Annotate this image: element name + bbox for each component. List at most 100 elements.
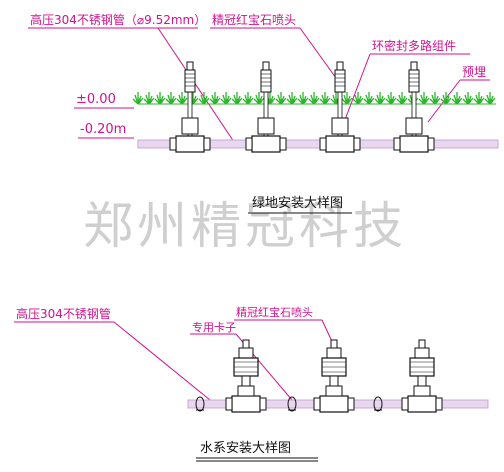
tee-body xyxy=(407,395,437,413)
grass-tuft xyxy=(176,92,188,105)
grass-tuft xyxy=(363,92,375,105)
grass-tuft xyxy=(132,92,144,105)
top-tee-assembly-2 xyxy=(245,61,287,153)
tee-nut-left xyxy=(393,137,401,151)
tee-fitting xyxy=(181,117,199,135)
bottom-nozzle-label: 精冠红宝石喷头 xyxy=(236,305,313,319)
bottom-clip-label: 专用卡子 xyxy=(192,320,236,334)
grass-tuft xyxy=(473,92,485,105)
top-tee-assembly-4 xyxy=(393,61,435,153)
grass-tuft xyxy=(385,92,397,105)
tee-fitting xyxy=(413,385,431,397)
nozzle-body xyxy=(260,69,272,93)
nozzle-cap xyxy=(326,347,342,359)
tee-fitting xyxy=(237,385,255,397)
grass-tuft xyxy=(275,92,287,105)
nozzle-tip xyxy=(336,61,344,71)
tee-nut-left xyxy=(245,137,253,151)
watermark-text: 郑州精冠科技 xyxy=(83,197,407,255)
grass-tuft xyxy=(143,92,155,105)
nozzle-body xyxy=(408,69,420,93)
tee-body xyxy=(231,395,261,413)
clip-2 xyxy=(287,396,297,412)
grass-tuft xyxy=(429,92,441,105)
bottom-pipe-leader xyxy=(113,321,211,401)
grass-tuft xyxy=(374,92,386,105)
grass-tuft xyxy=(286,92,298,105)
top-manifold-label: 环密封多路组件 xyxy=(372,38,456,53)
nozzle-body xyxy=(334,69,346,93)
nozzle-cap xyxy=(238,347,254,359)
grass-tuft xyxy=(231,92,243,105)
bottom-tee-assembly-2 xyxy=(313,339,355,413)
tee-nut-left xyxy=(225,397,233,411)
top-section: 高压304不锈钢管（⌀9.52mm） 精冠红宝石喷头 环密封多路组件 预埋 ±0… xyxy=(28,12,499,214)
clip-3 xyxy=(373,396,383,412)
tee-nut-left xyxy=(319,137,327,151)
tee-nut-right xyxy=(259,397,267,411)
tee-nut-left xyxy=(313,397,321,411)
grass-tuft xyxy=(484,92,496,105)
grass-tuft xyxy=(253,92,265,105)
grass-tuft xyxy=(341,92,353,105)
grass-tuft xyxy=(396,92,408,105)
grass-tuft xyxy=(440,92,452,105)
grass-tuft xyxy=(451,92,463,105)
bottom-caption: 水系安装大样图 xyxy=(200,441,291,456)
nozzle-cap xyxy=(414,347,430,359)
tee-body xyxy=(319,395,349,413)
top-pipe-label: 高压304不锈钢管（⌀9.52mm） xyxy=(30,12,206,27)
tee-body xyxy=(251,135,281,153)
tee-body xyxy=(399,135,429,153)
top-nozzle-label: 精冠红宝石喷头 xyxy=(212,12,296,27)
grass-tuft xyxy=(242,92,254,105)
clip-1 xyxy=(195,396,205,412)
tee-nut-left xyxy=(169,137,177,151)
tee-nut-right xyxy=(435,397,443,411)
level-zero-label: ±0.00 xyxy=(76,92,116,107)
grass-tuft xyxy=(297,92,309,105)
nozzle-body xyxy=(184,69,196,93)
top-tee-assembly-1 xyxy=(169,61,211,153)
top-preburied-label: 预埋 xyxy=(462,65,486,79)
tee-nut-left xyxy=(401,397,409,411)
tee-fitting xyxy=(257,117,275,135)
grass-tuft xyxy=(220,92,232,105)
top-nozzle-leader xyxy=(299,27,337,79)
grass-tuft xyxy=(319,92,331,105)
bottom-tee-assembly-3 xyxy=(401,339,443,413)
grass-tuft xyxy=(209,92,221,105)
nozzle-tip xyxy=(330,339,338,349)
nozzle-tip xyxy=(418,339,426,349)
tee-nut-right xyxy=(347,397,355,411)
grass-tuft xyxy=(165,92,177,105)
tee-body xyxy=(175,135,205,153)
grass-tuft xyxy=(154,92,166,105)
bottom-pipe-label: 高压304不锈钢管 xyxy=(16,306,111,321)
grass-strip xyxy=(132,92,496,105)
nozzle-tip xyxy=(186,61,194,71)
top-pipe-leader xyxy=(157,27,239,149)
nozzle-tip xyxy=(242,339,250,349)
tee-fitting xyxy=(325,385,343,397)
tee-nut-right xyxy=(279,137,287,151)
tee-nut-right xyxy=(203,137,211,151)
bottom-section: 高压304不锈钢管 专用卡子 精冠红宝石喷头 水系安装大样图 xyxy=(14,305,489,462)
tee-nut-right xyxy=(353,137,361,151)
top-tee-assembly-3 xyxy=(319,61,361,153)
tee-fitting xyxy=(331,117,349,135)
tee-body xyxy=(325,135,355,153)
top-preburied-leader xyxy=(427,79,461,123)
top-caption: 绿地安装大样图 xyxy=(252,196,343,211)
grass-tuft xyxy=(352,92,364,105)
tee-nut-right xyxy=(427,137,435,151)
bottom-tee-assembly-1 xyxy=(225,339,267,413)
level-depth-label: -0.20m xyxy=(80,122,126,137)
grass-tuft xyxy=(418,92,430,105)
tee-fitting xyxy=(405,117,423,135)
grass-tuft xyxy=(198,92,210,105)
grass-tuft xyxy=(308,92,320,105)
grass-tuft xyxy=(462,92,474,105)
